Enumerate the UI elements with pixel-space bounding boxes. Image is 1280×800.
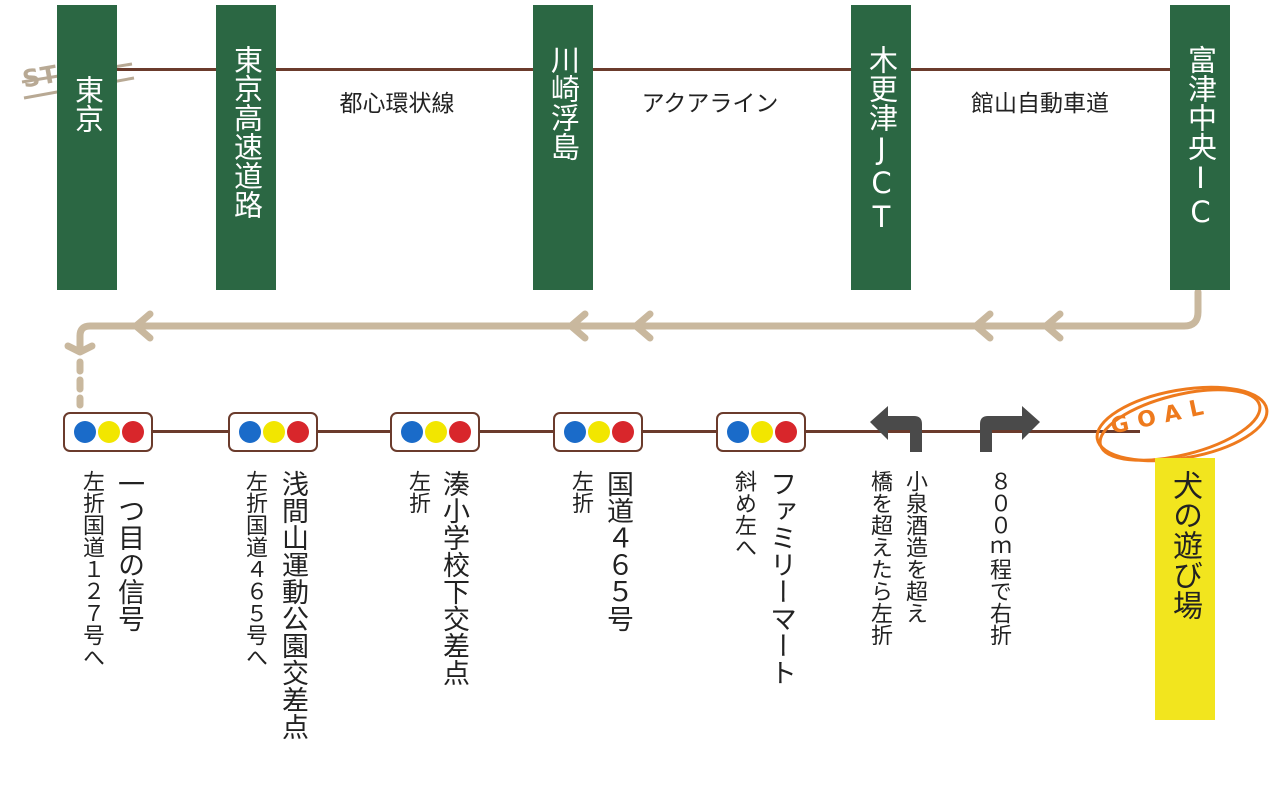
yellow-light [263, 421, 285, 443]
turn-left-name: 小泉酒造を超え [902, 470, 927, 624]
sign-futtsu-chuo-ic: 富津中央IC [1170, 5, 1230, 290]
turn-left-arrow-icon [870, 406, 922, 452]
sign-label: 木更津JCT [864, 45, 899, 234]
blue-light [74, 421, 96, 443]
blue-light [239, 421, 261, 443]
turn-right-name: ８００ｍ程で右折 [986, 470, 1011, 646]
stop-3-name: 湊小学校下交差点 [438, 470, 469, 686]
traffic-light-icon [716, 412, 806, 452]
stop-2-note: 左折国道４６５号へ [242, 470, 267, 668]
yellow-light [98, 421, 120, 443]
return-path [64, 288, 1202, 409]
stop-1-note: 左折国道１２７号へ [79, 470, 104, 668]
red-light [122, 421, 144, 443]
turn-left-note: 橋を超えたら左折 [867, 470, 892, 646]
goal-ring [1095, 385, 1269, 463]
sign-label: 富津中央IC [1183, 45, 1218, 229]
stop-2-name: 浅間山運動公園交差点 [277, 470, 308, 740]
stop-4-note: 左折 [568, 470, 593, 514]
red-light [449, 421, 471, 443]
sign-kawasaki-ukishima: 川崎浮島 [533, 5, 593, 290]
sign-label: 東京 [70, 75, 105, 133]
traffic-light-icon [553, 412, 643, 452]
red-light [287, 421, 309, 443]
blue-light [564, 421, 586, 443]
segment-label-tateyama: 館山自動車道 [971, 91, 1109, 117]
blue-light [727, 421, 749, 443]
stop-3-note: 左折 [405, 470, 430, 514]
traffic-light-icon [228, 412, 318, 452]
red-light [775, 421, 797, 443]
sign-tokyo-expressway: 東京高速道路 [216, 5, 276, 290]
expressway-route-line [85, 68, 1200, 71]
segment-label-aqualine: アクアライン [641, 91, 779, 117]
blue-light [401, 421, 423, 443]
sign-tokyo: 東京 [57, 5, 117, 290]
sign-label: 川崎浮島 [546, 45, 581, 161]
traffic-light-icon [63, 412, 153, 452]
segment-label-toshin: 都心環状線 [339, 91, 455, 117]
stop-5-name: ファミリーマート [765, 470, 796, 686]
stop-1-name: 一つ目の信号 [113, 470, 144, 632]
stop-5-note: 斜め左へ [731, 470, 756, 558]
yellow-light [425, 421, 447, 443]
traffic-light-icon [390, 412, 480, 452]
sign-kisarazu-jct: 木更津JCT [851, 5, 911, 290]
sign-label: 東京高速道路 [229, 45, 264, 219]
red-light [612, 421, 634, 443]
destination-name: 犬の遊び場 [1167, 470, 1202, 620]
yellow-light [751, 421, 773, 443]
stop-4-name: 国道４６５号 [602, 470, 633, 632]
destination-highlight [1155, 458, 1215, 720]
turn-right-arrow-icon [980, 406, 1040, 452]
yellow-light [588, 421, 610, 443]
